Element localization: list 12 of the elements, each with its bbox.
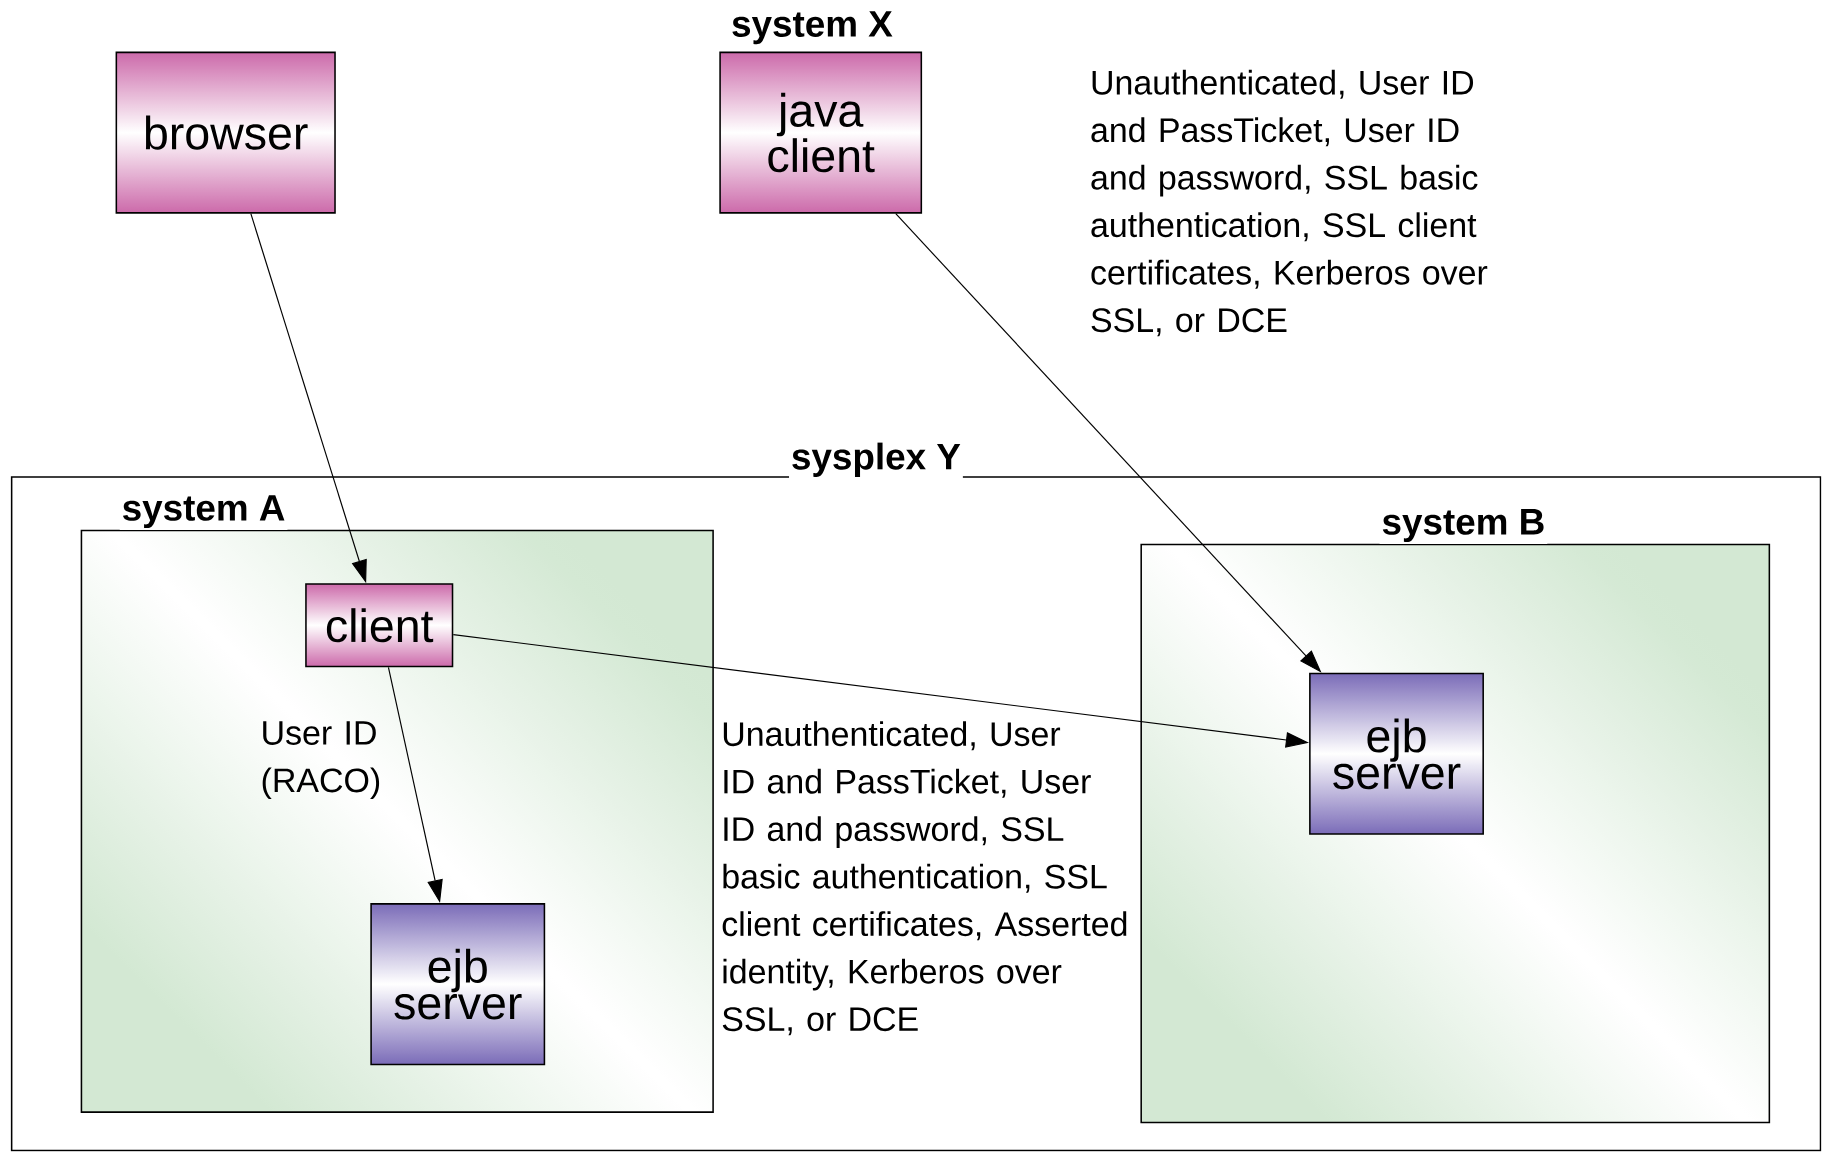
box-heading: system X — [729, 9, 895, 47]
server-box: ejb server — [370, 903, 546, 1066]
server-box: ejb server — [1309, 672, 1484, 836]
box-heading: system B — [1379, 507, 1548, 545]
edge-label: User ID (RACO) — [262, 721, 380, 800]
box-heading: system A — [119, 493, 288, 531]
edge-label: Unauthenticated, User ID and PassTicket, User ID and password, SSL basic authentication, SSL client certificates, Kerberos over SSL, or DCE — [1091, 69, 1488, 337]
process-box: client — [305, 583, 454, 668]
process-box: java client — [719, 51, 923, 214]
box-heading: sysplex Y — [789, 440, 963, 480]
process-box: browser — [115, 51, 336, 214]
edge-label: Unauthenticated, User ID and PassTicket, User ID and password, SSL basic authentication, SSL client certificates, Asserted identity, Kerberos over SSL, or DCE — [722, 721, 1127, 1036]
